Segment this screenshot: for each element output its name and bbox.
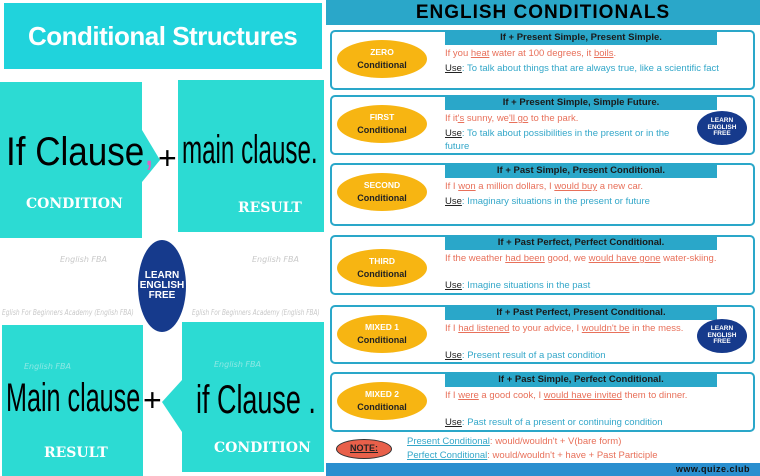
example-segment: had been [505,253,545,264]
plus-sign: + [158,140,177,176]
example-segment: won [458,181,476,192]
condition-label: CONDITION [26,196,123,212]
watermark: Eglish For Beginners Academy (English FB… [192,308,320,317]
use-description: Use: Imaginary situations in the present… [445,196,650,207]
note-badge: NOTE: [336,439,392,459]
example-segment: water at 100 degrees, it [489,48,594,59]
condition-label-bottom: CONDITION [214,440,311,456]
watermark: Eglish For Beginners Academy (English FB… [2,308,134,317]
example-sentence: If the weather had been good, we would h… [445,252,735,265]
example-segment: in the mess. [629,323,684,334]
example-segment: them to dinner. [621,390,688,401]
example-segment: If it [445,113,458,124]
example-sentence: If I had listened to your advice, I woul… [445,322,690,335]
main-clause-box [178,80,324,232]
use-description: Use: To talk about possibilities in the … [445,128,670,152]
example-segment: If I [445,181,459,192]
example-segment: good, we [544,253,589,264]
example-segment: wouldn't be [581,323,630,334]
example-sentence: If I were a good cook, I would have invi… [445,389,735,402]
note-line-present: Present Conditional: would/wouldn't + V(… [407,436,622,447]
example-segment: boils [593,48,614,59]
formula-bar: If + Present Simple, Simple Future. [445,96,717,110]
formula-bar: If + Past Perfect, Present Conditional. [445,306,717,320]
example-sentence: If I won a million dollars, I would buy … [445,180,735,193]
example-segment: to your advice, I [509,323,582,334]
example-segment: would have gone [588,253,661,264]
example-segment: 's [457,113,465,124]
footer-url: www.quize.club [326,463,760,476]
example-segment: would have invited [543,390,622,401]
example-segment: water-skiing. [660,253,717,264]
watermark: English FBA [60,255,107,264]
example-segment: If you [445,48,471,59]
use-description: Use: Past result of a present or continu… [445,417,663,428]
conditional-card: If + Past Simple, Perfect Conditional. MI… [330,372,755,432]
conditional-card: If + Present Simple, Present Simple. ZERO… [330,30,755,90]
conditional-card: If + Past Perfect, Present Conditional. M… [330,305,755,364]
example-sentence: If you heat water at 100 degrees, it boi… [445,47,735,60]
formula-bar: If + Present Simple, Present Simple. [445,31,717,45]
watermark: English FBA [214,360,261,369]
formula-bar: If + Past Simple, Perfect Conditional. [445,373,717,387]
example-segment: had listened [458,323,510,334]
use-description: Use: Imagine situations in the past [445,280,591,291]
watermark: English FBA [24,362,71,371]
if-clause-box-bottom [162,322,324,472]
conditional-card: If + Past Simple, Present Conditional. SE… [330,163,755,226]
right-title: ENGLISH CONDITIONALS [326,0,760,25]
example-segment: a million dollars, I [475,181,555,192]
watermark: English FBA [252,255,299,264]
left-title: Conditional Structures [28,20,298,51]
main-clause-text-bottom: Main clause [6,376,141,420]
use-description: Use: To talk about things that are alway… [445,63,719,74]
example-segment: a new car. [597,181,644,192]
example-segment: . [613,48,617,59]
note-line-perfect: Perfect Conditional: would/wouldn't + ha… [407,450,658,461]
example-sentence: If it's sunny, we'll go to the park. [445,112,690,125]
formula-bar: If + Past Simple, Present Conditional. [445,164,717,178]
if-clause-text: If Clause, [6,130,155,174]
main-clause-box-bottom [2,325,143,476]
if-clause-box [0,82,160,238]
conditional-card: If + Present Simple, Simple Future. FIRST… [330,95,755,155]
example-segment: heat [470,48,490,59]
plus-sign-bottom: + [143,382,162,418]
conditional-card: If + Past Perfect, Perfect Conditional. T… [330,235,755,295]
example-segment: If I [445,390,459,401]
example-segment: sunny, we [464,113,509,124]
title-banner: Conditional Structures [4,3,322,69]
example-segment: If the weather [445,253,506,264]
formula-bar: If + Past Perfect, Perfect Conditional. [445,236,717,250]
example-segment: 'll go [508,113,529,124]
example-segment: would buy [554,181,598,192]
result-label: RESULT [238,200,302,216]
example-segment: to the park. [528,113,579,124]
example-segment: If I [445,323,459,334]
use-description: Use: Present result of a past condition [445,350,606,361]
example-segment: a good cook, I [478,390,544,401]
main-clause-text: main clause. [182,128,318,172]
result-label-bottom: RESULT [44,445,108,461]
english-conditionals-panel: ENGLISH CONDITIONALS If + Present Simple… [326,0,760,476]
if-clause-text-bottom: if Clause . [196,378,316,422]
example-segment: were [458,390,479,401]
